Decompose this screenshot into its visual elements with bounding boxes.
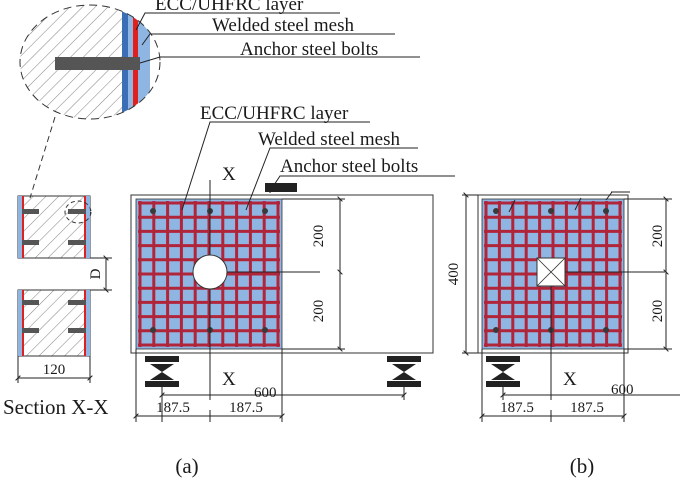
section-hole-dim: D (88, 268, 104, 279)
panel-b-height: 400 (446, 263, 462, 286)
panel-b-support (486, 356, 520, 387)
panel-b-dim-left: 187.5 (500, 400, 534, 416)
panel-b-cut: X (563, 369, 577, 390)
section-drawing: D 120 Section X-X (3, 195, 112, 419)
section-title: Section X-X (3, 395, 109, 419)
zoom-pointer (29, 116, 56, 199)
zoom-label-mesh: Welded steel mesh (212, 15, 354, 36)
panel-b-dim-right: 187.5 (570, 400, 604, 416)
panel-a-support-right (387, 356, 421, 387)
panel-b-hole (536, 257, 566, 287)
zoom-leaders (135, 12, 420, 64)
panel-a: ECC/UHFRC layer Welded steel mesh Anchor… (130, 103, 455, 478)
panel-a-label-layer: ECC/UHFRC layer (200, 103, 349, 124)
panel-a-label-mesh: Welded steel mesh (258, 129, 400, 150)
panel-a-label-bolts: Anchor steel bolts (280, 156, 418, 177)
panel-b-span: 600 (611, 382, 634, 398)
panel-a-cut-top: X (222, 164, 236, 185)
panel-a-cut-bottom: X (222, 369, 236, 390)
panel-a-support-left (145, 356, 179, 387)
panel-a-dim-bottom: 200 (311, 300, 327, 323)
panel-b: X 400 200 200 (446, 191, 680, 478)
zoom-label-layer: ECC/UHFRC layer (155, 0, 304, 15)
section-width-dim: 120 (43, 362, 66, 378)
zoom-label-bolts: Anchor steel bolts (240, 39, 378, 60)
panel-a-caption: (a) (175, 454, 198, 478)
panel-b-mesh (484, 201, 622, 347)
panel-a-hole (192, 254, 228, 290)
panel-b-dim-top: 200 (650, 225, 666, 248)
panel-a-dim-top: 200 (311, 225, 327, 248)
panel-a-dim-left: 187.5 (156, 400, 190, 416)
panel-a-dim-right: 187.5 (229, 400, 263, 416)
panel-b-dim-bottom: 200 (650, 300, 666, 323)
panel-b-caption: (b) (570, 454, 595, 478)
panel-a-span: 600 (254, 385, 277, 401)
